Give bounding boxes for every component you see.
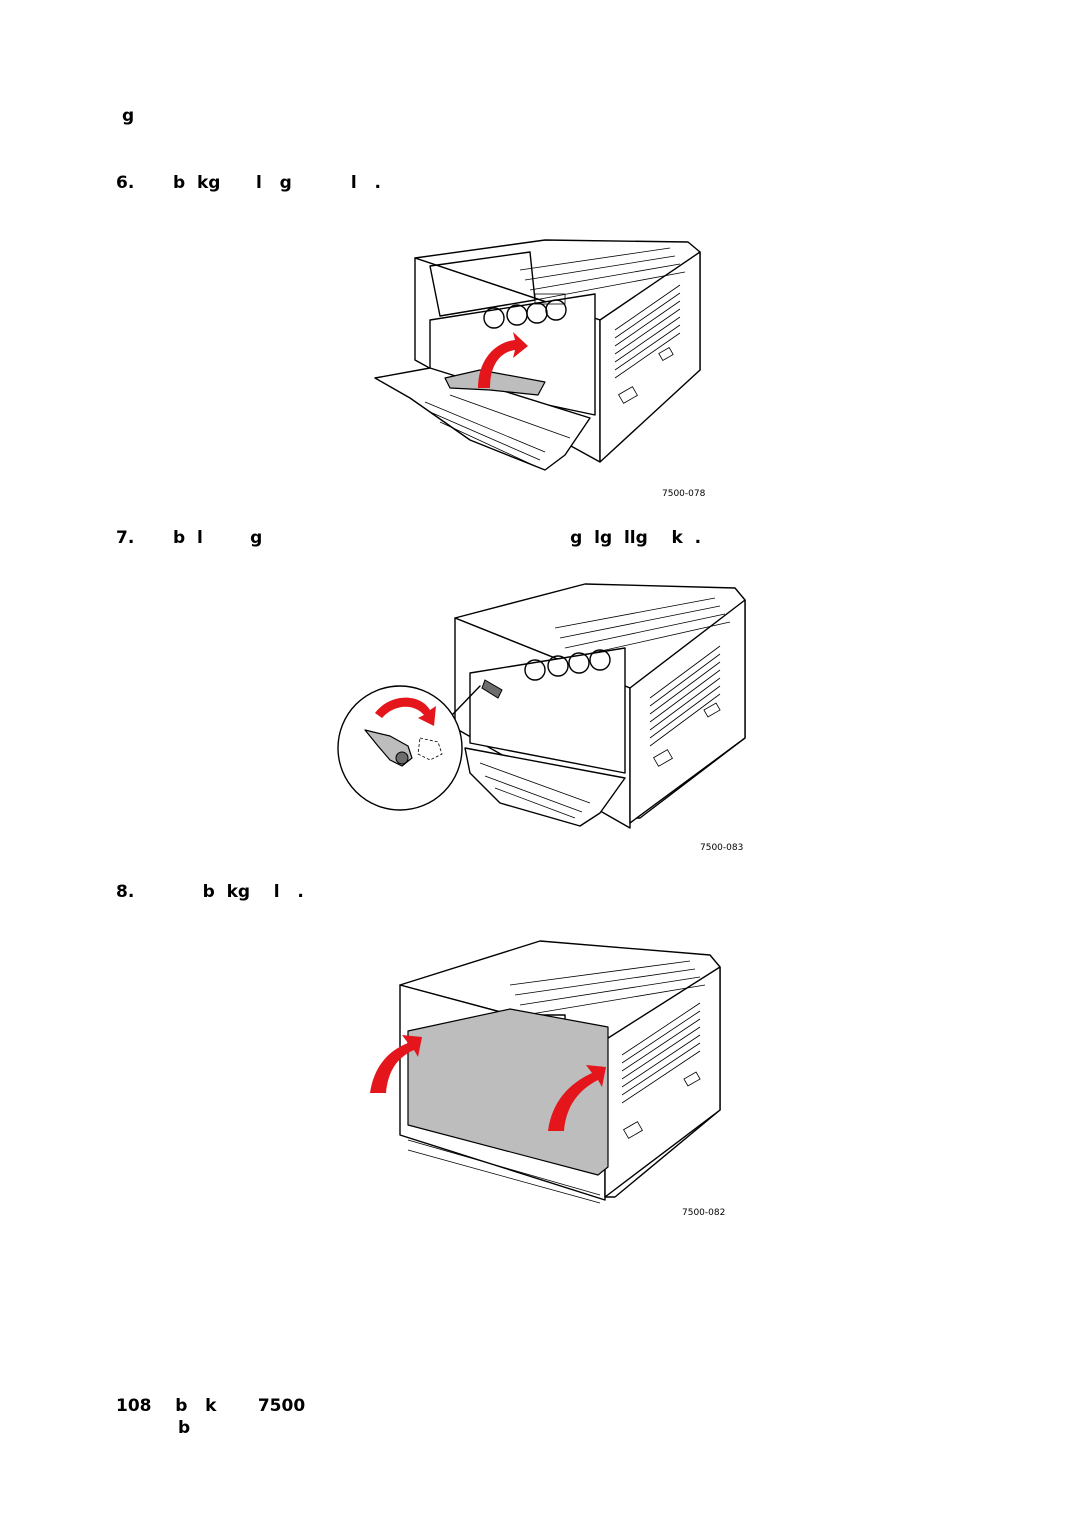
footer-line-2: b	[178, 1418, 191, 1438]
page-number: 108	[116, 1396, 152, 1416]
step-number: 6.	[116, 173, 135, 193]
figure-code: 7500-078	[662, 489, 706, 499]
step-7: 7. b l g g lg llg k .	[116, 528, 701, 548]
step-8: 8. b kg l .	[116, 882, 304, 902]
figure-code: 7500-082	[682, 1208, 726, 1218]
step-number: 7.	[116, 528, 135, 548]
running-header: g	[122, 106, 135, 126]
figure-printer-front-door-close	[370, 940, 721, 1204]
figure-printer-lever-rotate	[337, 583, 746, 829]
footer-line-1: 108 b k 7500	[116, 1396, 305, 1416]
step-text: b l g g lg llg k .	[173, 528, 702, 548]
step-text: b kg l g l .	[173, 173, 381, 193]
step-number: 8.	[116, 882, 135, 902]
step-6: 6. b kg l g l .	[116, 173, 381, 193]
footer-product: b k 7500	[175, 1396, 306, 1416]
step-text: b kg l .	[173, 882, 304, 902]
figure-printer-front-door-open	[374, 239, 701, 471]
figure-code: 7500-083	[700, 843, 744, 853]
